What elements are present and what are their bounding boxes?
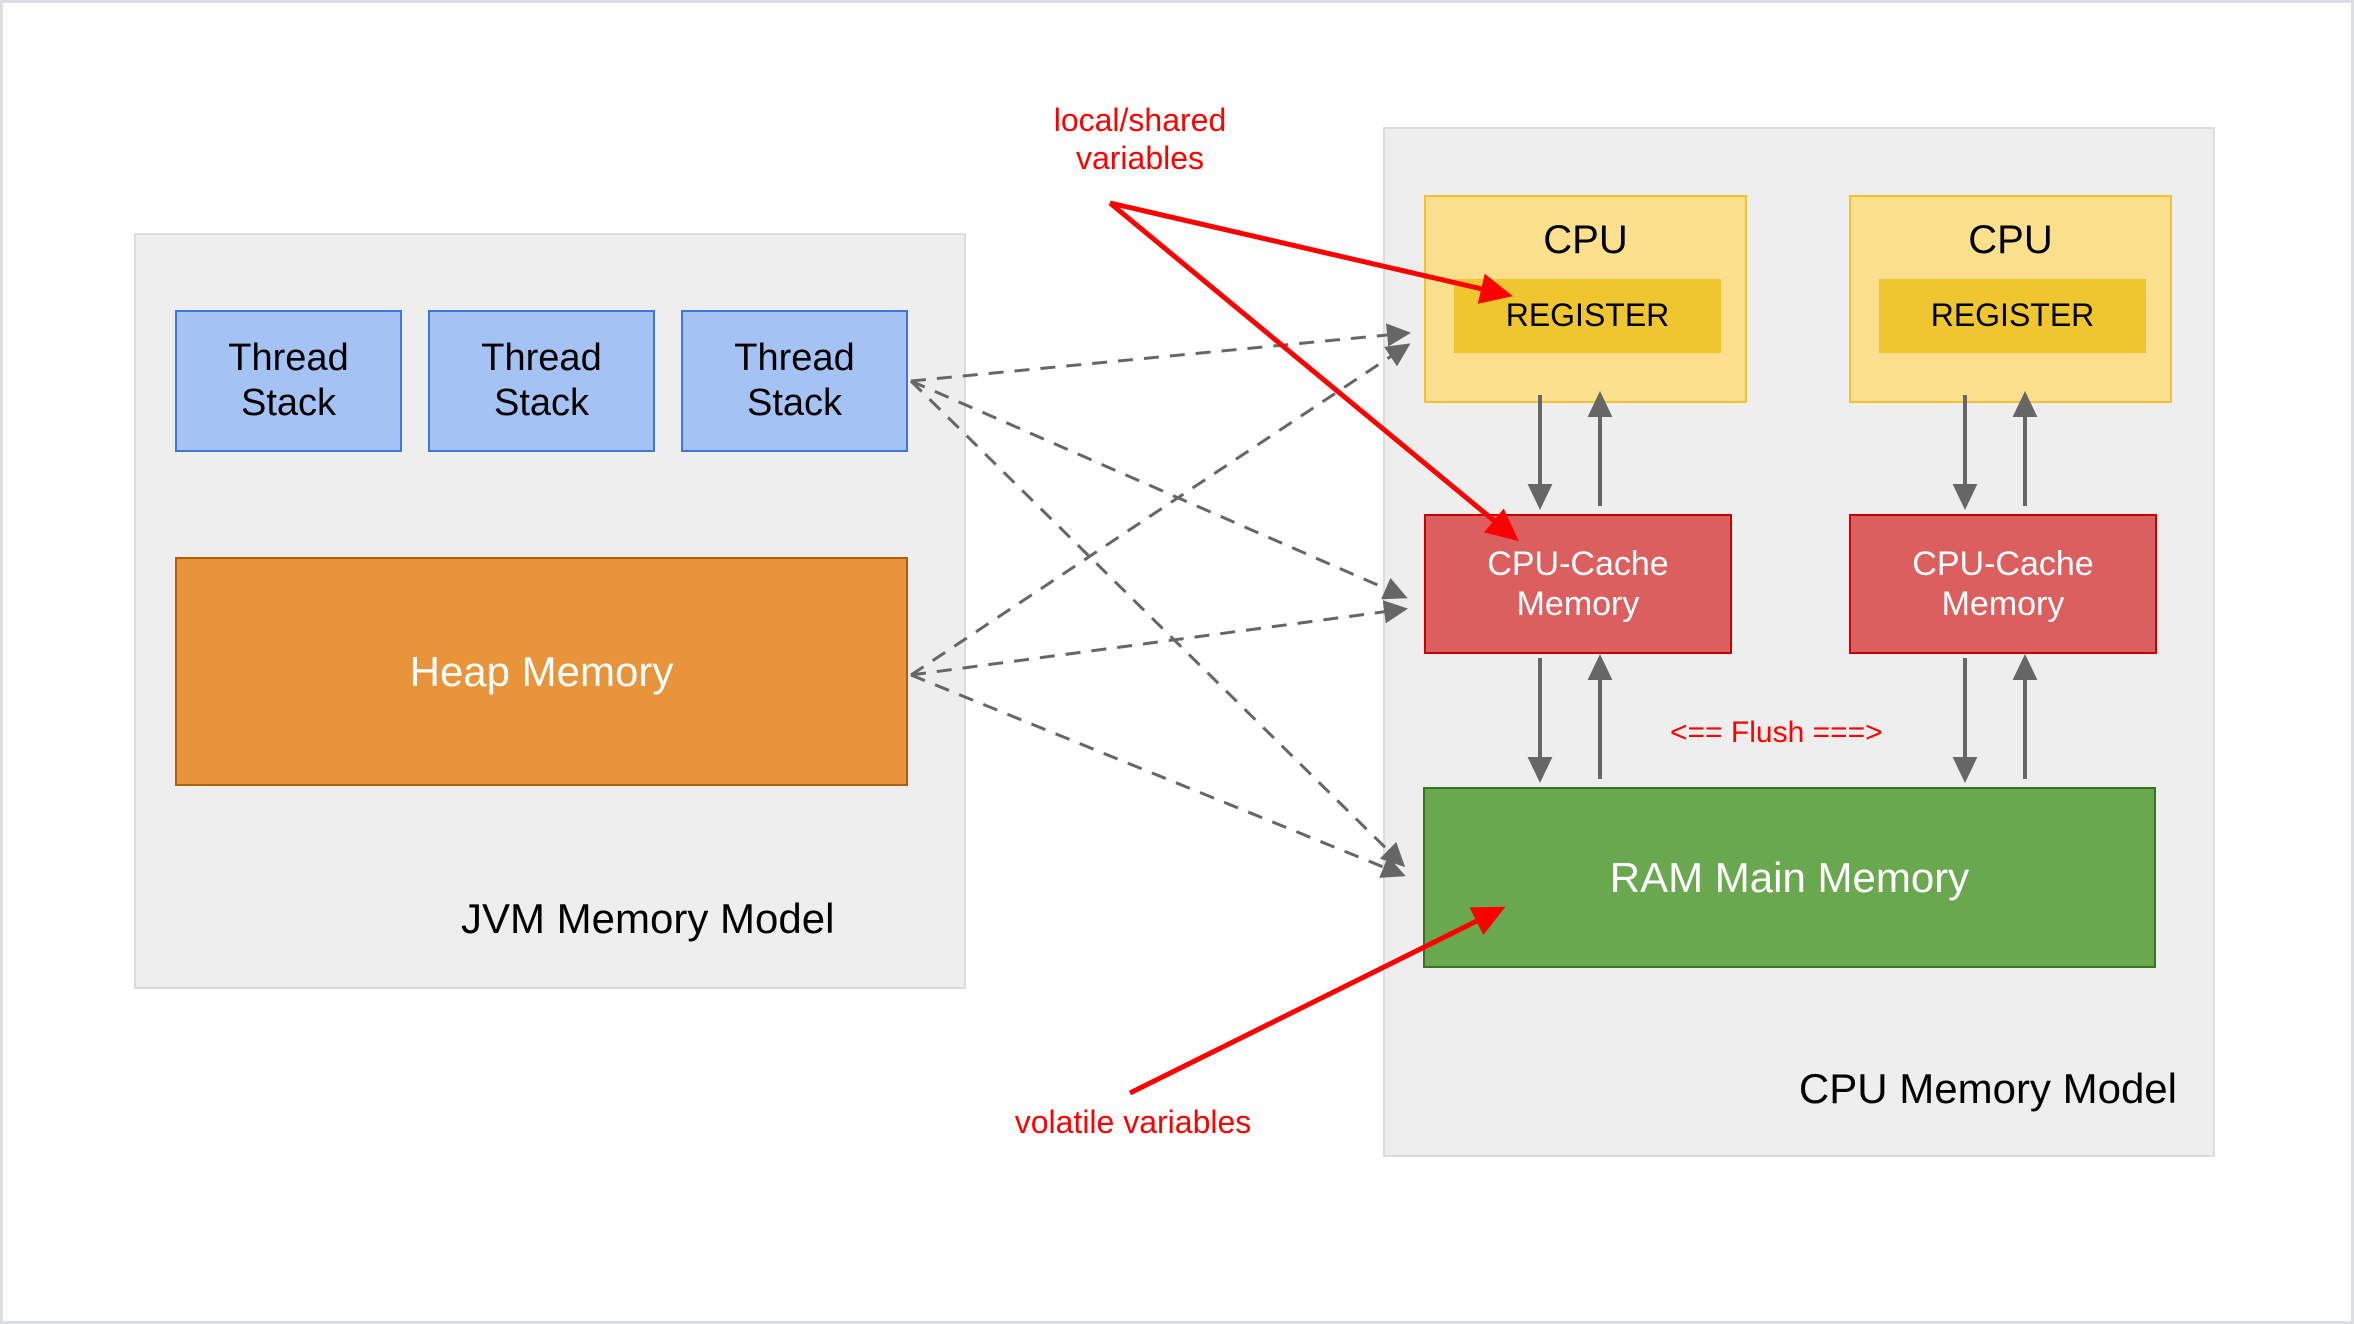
- connector-thread-to-ram: [909, 379, 1406, 868]
- cpu-cache-memory-box-1: CPU-Cache Memory: [1424, 514, 1732, 654]
- annotation-local-shared-variables: local/shared variables: [1053, 102, 1227, 177]
- connector-heap-to-cache: [910, 600, 1408, 677]
- connector-heap-to-ram: [910, 673, 1406, 878]
- annotation-flush-label: <== Flush ===>: [1670, 716, 1883, 749]
- heap-memory-box: Heap Memory: [175, 557, 908, 786]
- register-box-2: REGISTER: [1879, 279, 2146, 353]
- cpu-label-2: CPU: [1968, 218, 2053, 262]
- annotation-volatile-variables: volatile variables: [1014, 1104, 1252, 1140]
- cpu-label-1: CPU: [1543, 218, 1628, 262]
- thread-stack-box-2: Thread Stack: [428, 310, 655, 452]
- cpu-box-1: CPU REGISTER: [1424, 195, 1747, 403]
- cpu-box-2: CPU REGISTER: [1849, 195, 2172, 403]
- connector-thread-to-cache: [910, 379, 1408, 600]
- jvm-panel-title: JVM Memory Model: [461, 895, 835, 942]
- connector-thread-to-register: [910, 323, 1411, 383]
- cpu-panel-title: CPU Memory Model: [1798, 1065, 2177, 1112]
- thread-stack-box-1: Thread Stack: [175, 310, 402, 452]
- connector-heap-to-register: [910, 343, 1411, 677]
- cpu-cache-memory-box-2: CPU-Cache Memory: [1849, 514, 2157, 654]
- thread-stack-box-3: Thread Stack: [681, 310, 908, 452]
- ram-main-memory-box: RAM Main Memory: [1423, 787, 2156, 968]
- register-box-1: REGISTER: [1454, 279, 1721, 353]
